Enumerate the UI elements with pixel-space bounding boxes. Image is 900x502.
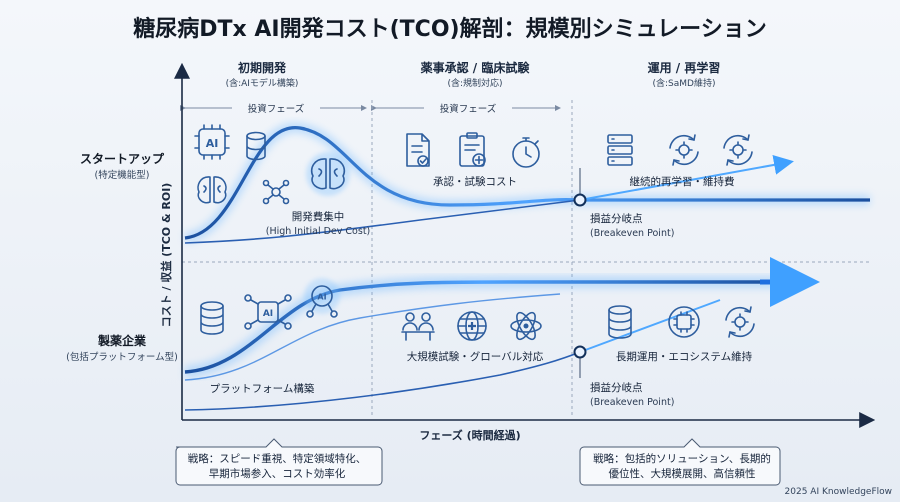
startup-curves <box>183 122 870 244</box>
startup-peak-label-en: (High Initial Dev Cost) <box>266 226 371 237</box>
pharma-breakeven-label-en: (Breakeven Point) <box>590 397 674 408</box>
database-icon <box>200 301 224 335</box>
stopwatch-icon <box>512 137 540 168</box>
investment-band-2: 投資フェーズ <box>371 103 561 115</box>
startup-breakeven-dot <box>573 193 587 207</box>
page-title: 糖尿病DTx AI開発コスト(TCO)解剖：規模別シミュレーション <box>133 16 766 42</box>
row-sub-startup: (特定機能型) <box>95 169 150 181</box>
strategy-pharma-line2: 優位性、大規模展開、高信頼性 <box>609 467 756 480</box>
strategy-pharma-line1: 戦略：包括的ソリューション、長期的 <box>593 452 771 465</box>
ai-chip-icon: AI <box>304 278 340 318</box>
investment-band-label: 投資フェーズ <box>440 103 497 115</box>
phase-sub-operation: (含:SaMD維持) <box>653 77 716 89</box>
row-label-pharma: 製薬企業 <box>97 333 147 348</box>
gear-cycle-icon <box>669 134 699 166</box>
ai-chip-icon: AI <box>194 124 230 160</box>
pharma-phase1-label: プラットフォーム構築 <box>210 382 315 395</box>
phase-sub-approval: (含:規制対応) <box>447 77 502 89</box>
gear-cycle-icon <box>725 306 755 338</box>
startup-breakeven-label-en: (Breakeven Point) <box>590 228 674 239</box>
svg-text:AI: AI <box>206 137 219 150</box>
x-axis-label: フェーズ (時間経過) <box>419 428 520 442</box>
network-icon <box>262 179 290 205</box>
atom-icon <box>510 311 542 341</box>
brain-icon <box>306 152 350 196</box>
strategy-startup-line1: 戦略：スピード重視、特定領域特化、 <box>188 452 367 465</box>
investment-band-label: 投資フェーズ <box>248 103 305 115</box>
strategy-box-startup: 戦略：スピード重視、特定領域特化、 早期市場参入、コスト効率化 <box>175 438 383 486</box>
startup-breakeven-label: 損益分岐点 <box>590 212 643 225</box>
strategy-box-pharma: 戦略：包括的ソリューション、長期的 優位性、大規模展開、高信頼性 <box>579 438 781 486</box>
document-check-icon <box>406 133 430 167</box>
investment-band-1: 投資フェーズ <box>180 103 367 115</box>
phase-header-development: 初期開発 <box>238 60 287 75</box>
ai-network-icon: AI <box>244 294 292 330</box>
database-icon <box>608 305 632 339</box>
startup-cost-curve <box>184 126 870 240</box>
pharma-breakeven-dot <box>573 345 587 359</box>
row-label-startup: スタートアップ <box>80 151 165 166</box>
phase-header-operation: 運用 / 再学習 <box>648 60 721 75</box>
pharma-curves <box>184 257 820 411</box>
phase-header-approval: 薬事承認 / 臨床試験 <box>421 60 531 75</box>
pharma-phase2-label: 大規模試験・グローバル対応 <box>407 350 544 363</box>
startup-peak-label: 開発費集中 <box>292 210 345 223</box>
meeting-icon <box>401 312 435 341</box>
pharma-cost-curve <box>184 280 780 374</box>
footer-credit: 2025 AI KnowledgeFlow <box>785 487 892 497</box>
chip-icon <box>668 306 700 338</box>
strategy-startup-line2: 早期市場参入、コスト効率化 <box>209 467 346 480</box>
brain-icon <box>197 176 227 204</box>
row-sub-pharma: (包括プラットフォーム型) <box>66 351 178 363</box>
startup-phase3-label: 継続的再学習・維持費 <box>630 175 735 188</box>
pharma-breakeven-label: 損益分岐点 <box>590 381 643 394</box>
startup-phase2-label: 承認・試験コスト <box>433 175 517 188</box>
pharma-phase3-label: 長期運用・エコシステム維持 <box>616 350 753 363</box>
gear-cycle-icon <box>723 134 753 166</box>
svg-text:AI: AI <box>317 293 326 302</box>
server-icon <box>607 134 633 166</box>
startup-revenue-arrow <box>579 155 794 201</box>
clipboard-medical-icon <box>459 132 486 167</box>
y-axis-label: コスト / 収益 (TCO & ROI) <box>159 183 173 328</box>
database-icon <box>246 131 266 161</box>
svg-text:AI: AI <box>263 309 273 319</box>
globe-medical-icon <box>457 311 487 341</box>
phase-sub-development: (含:AIモデル構築) <box>226 77 299 89</box>
